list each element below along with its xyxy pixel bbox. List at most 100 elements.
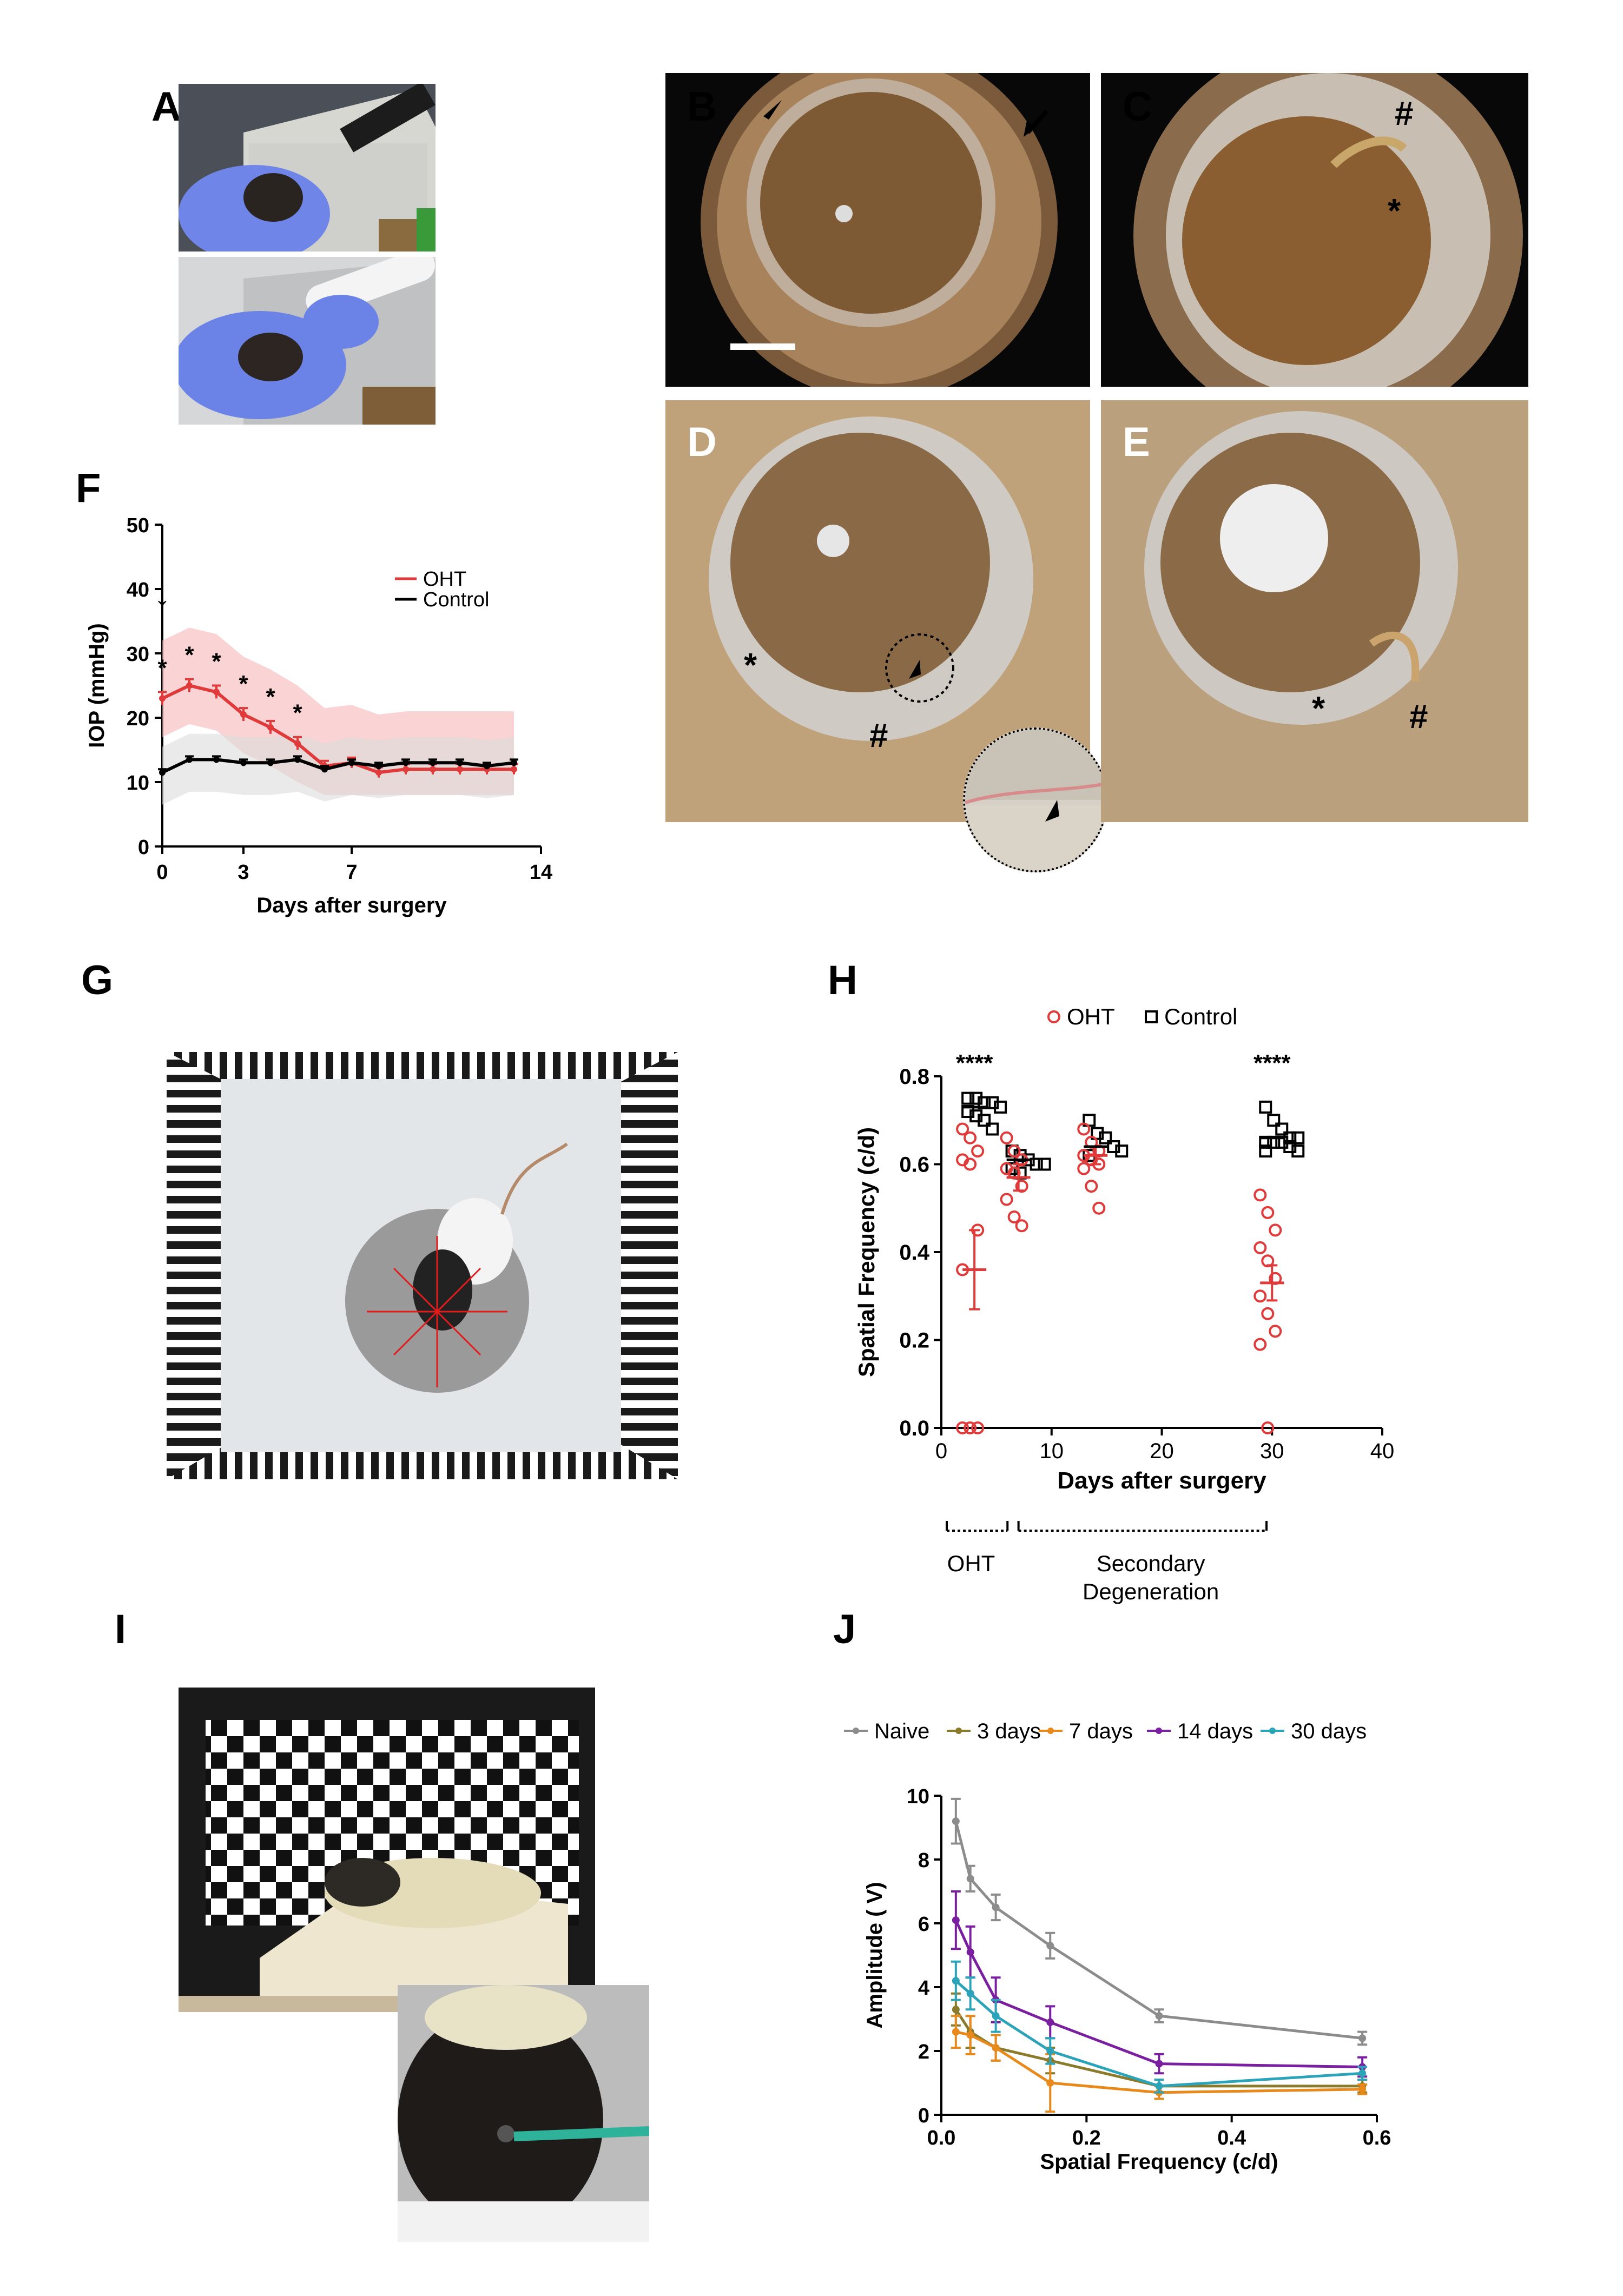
data-point: [294, 740, 301, 747]
y-tick-label: 40: [127, 579, 149, 601]
legend-label: Naive: [874, 1719, 929, 1743]
oht-point: [964, 1131, 977, 1144]
data-point: [992, 2012, 1000, 2020]
y-axis-label: Amplitude ( V): [863, 1882, 887, 2028]
data-point: [457, 759, 463, 766]
legend-marker: [1047, 1728, 1054, 1734]
control-point: [1030, 1157, 1043, 1171]
panel-label-a: A: [151, 84, 181, 130]
legend-swatch-control: [1145, 1010, 1158, 1023]
data-point: [159, 769, 166, 776]
data-point: [1155, 2012, 1163, 2020]
data-point: [952, 1977, 960, 1985]
oht-point: [1261, 1206, 1275, 1219]
series-line: [954, 1821, 1363, 2040]
control-point: [1267, 1114, 1281, 1127]
control-point: [994, 1100, 1007, 1114]
y-axis-label: IOP (mmHg): [85, 623, 109, 747]
data-point: [294, 756, 301, 763]
data-point: [348, 759, 355, 766]
oht-point: [1253, 1338, 1267, 1351]
x-tick-label: 0.2: [1072, 2127, 1101, 2149]
data-point: [1358, 2069, 1367, 2077]
y-tick-label: 10: [127, 772, 149, 795]
legend-marker: [853, 1728, 859, 1734]
photo-a-bottom-tonometry: [179, 257, 436, 425]
data-point: [403, 766, 409, 773]
data-point: [1358, 2034, 1367, 2042]
data-point: [430, 759, 436, 766]
control-point: [1038, 1157, 1051, 1171]
oht-point: [1015, 1219, 1028, 1233]
data-point: [952, 2028, 960, 2036]
phase-label-secondary: Secondary: [1097, 1551, 1205, 1576]
photo-c-eye: [1101, 73, 1528, 387]
x-tick-label: 7: [346, 861, 357, 884]
y-tick-label: 8: [918, 1849, 929, 1872]
surgery-arrow-icon: ↓: [154, 575, 171, 613]
bead-star-e: *: [1312, 690, 1325, 727]
phase-label-secondary: Degeneration: [1083, 1579, 1219, 1604]
scale-bar: [730, 343, 795, 350]
significance-marker: *: [184, 642, 194, 669]
oht-point: [964, 1421, 977, 1434]
bead-star-c: *: [1388, 193, 1401, 230]
oht-point: [956, 1421, 969, 1434]
data-point: [1046, 2018, 1054, 2026]
bead-star-d: *: [744, 647, 757, 684]
x-axis-label: Spatial Frequency (c/d): [1040, 2150, 1278, 2174]
y-tick-label: 10: [907, 1785, 929, 1808]
data-point: [952, 1916, 960, 1924]
phase-label-oht: OHT: [947, 1551, 995, 1576]
data-point: [966, 1989, 974, 1997]
data-point: [375, 763, 382, 770]
data-point: [511, 766, 517, 773]
oht-point: [1092, 1201, 1106, 1215]
data-point: [952, 1817, 960, 1825]
oht-point: [1261, 1421, 1275, 1434]
data-point: [186, 756, 193, 763]
legend-label: 7 days: [1069, 1719, 1133, 1743]
data-point: [213, 689, 220, 696]
photo-i-checkerboard: [179, 1688, 595, 2012]
control-point: [1275, 1122, 1289, 1136]
significance-marker: ****: [1253, 1050, 1291, 1076]
oht-point: [971, 1144, 985, 1158]
oht-point: [1253, 1188, 1267, 1202]
x-tick-label: 3: [237, 861, 249, 884]
panel-label-i: I: [115, 1606, 127, 1652]
y-tick-label: 2: [918, 2041, 929, 2063]
series-line-control: [161, 758, 514, 774]
panel-label-f: F: [76, 465, 101, 511]
data-point: [966, 1875, 974, 1883]
panel-label-j: J: [833, 1606, 856, 1652]
y-tick-label: 0: [918, 2105, 929, 2127]
control-point: [1099, 1131, 1112, 1144]
y-axis-label: Spatial Frequency (c/d): [854, 1127, 879, 1377]
y-tick-label: 0: [138, 836, 149, 859]
y-tick-label: 0.8: [899, 1065, 929, 1089]
photo-g-optomotor: [167, 1052, 678, 1479]
data-point: [484, 763, 490, 770]
x-tick-label: 30: [1260, 1439, 1284, 1463]
significance-marker: *: [266, 684, 275, 710]
oht-point: [1007, 1144, 1021, 1158]
y-tick-label: 20: [127, 707, 149, 730]
x-tick-label: 14: [530, 861, 552, 884]
data-point: [267, 724, 274, 731]
x-axis-label: Days after surgery: [1057, 1467, 1266, 1494]
series-line: [954, 2008, 1363, 2088]
control-point: [961, 1091, 975, 1105]
oht-point: [1269, 1223, 1282, 1237]
oht-point: [956, 1122, 969, 1136]
oht-point: [1269, 1325, 1282, 1338]
data-point: [992, 2044, 1000, 2052]
data-point: [457, 766, 463, 773]
photo-b-eye: [665, 73, 1090, 387]
photo-i-electrode: [398, 1985, 649, 2242]
data-point: [1155, 2060, 1163, 2068]
legend-label: 30 days: [1291, 1719, 1367, 1743]
panel-label-h: H: [828, 957, 857, 1003]
